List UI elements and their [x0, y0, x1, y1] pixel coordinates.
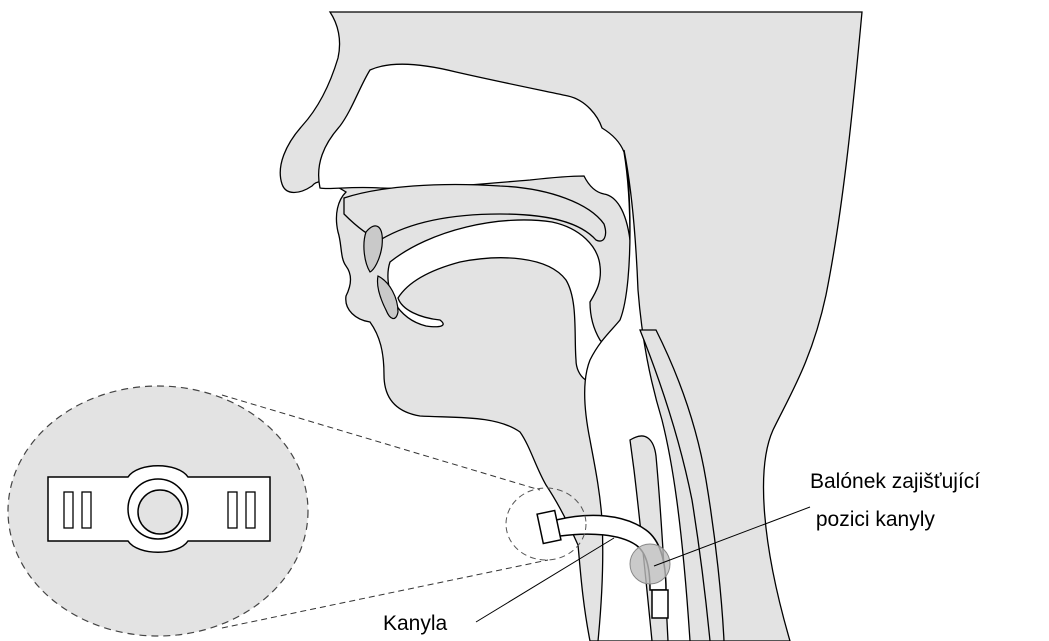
balloon-label-line2: pozici kanyly: [810, 508, 935, 532]
cannula-flange: [537, 510, 561, 543]
cannula-tip: [652, 590, 668, 618]
balloon-label-line1: Balónek zajišťující: [810, 470, 980, 494]
inset-cannula-opening: [138, 490, 182, 534]
inset-slot-left-1: [64, 492, 73, 528]
cannula-label: Kanyla: [383, 612, 447, 636]
inset-slot-right-1: [228, 492, 237, 528]
inset-slot-left-2: [82, 492, 91, 528]
inset-slot-right-2: [246, 492, 255, 528]
balloon-cuff: [630, 544, 670, 584]
